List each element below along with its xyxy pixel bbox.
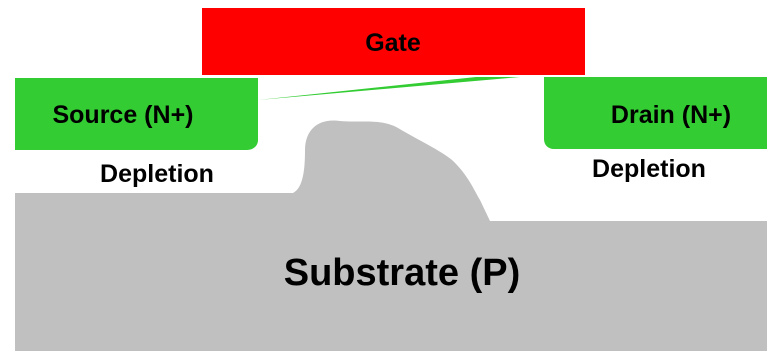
depletion-source-label: Depletion <box>100 160 214 188</box>
source-region <box>15 77 520 150</box>
substrate-region <box>15 120 767 351</box>
depletion-drain-label: Depletion <box>592 155 706 183</box>
drain-region <box>544 77 767 149</box>
source-label: Source (N+) <box>52 101 193 129</box>
substrate-label: Substrate (P) <box>284 252 520 294</box>
gate-electrode <box>202 8 585 75</box>
gate-label: Gate <box>365 29 421 57</box>
drain-label: Drain (N+) <box>611 101 731 129</box>
